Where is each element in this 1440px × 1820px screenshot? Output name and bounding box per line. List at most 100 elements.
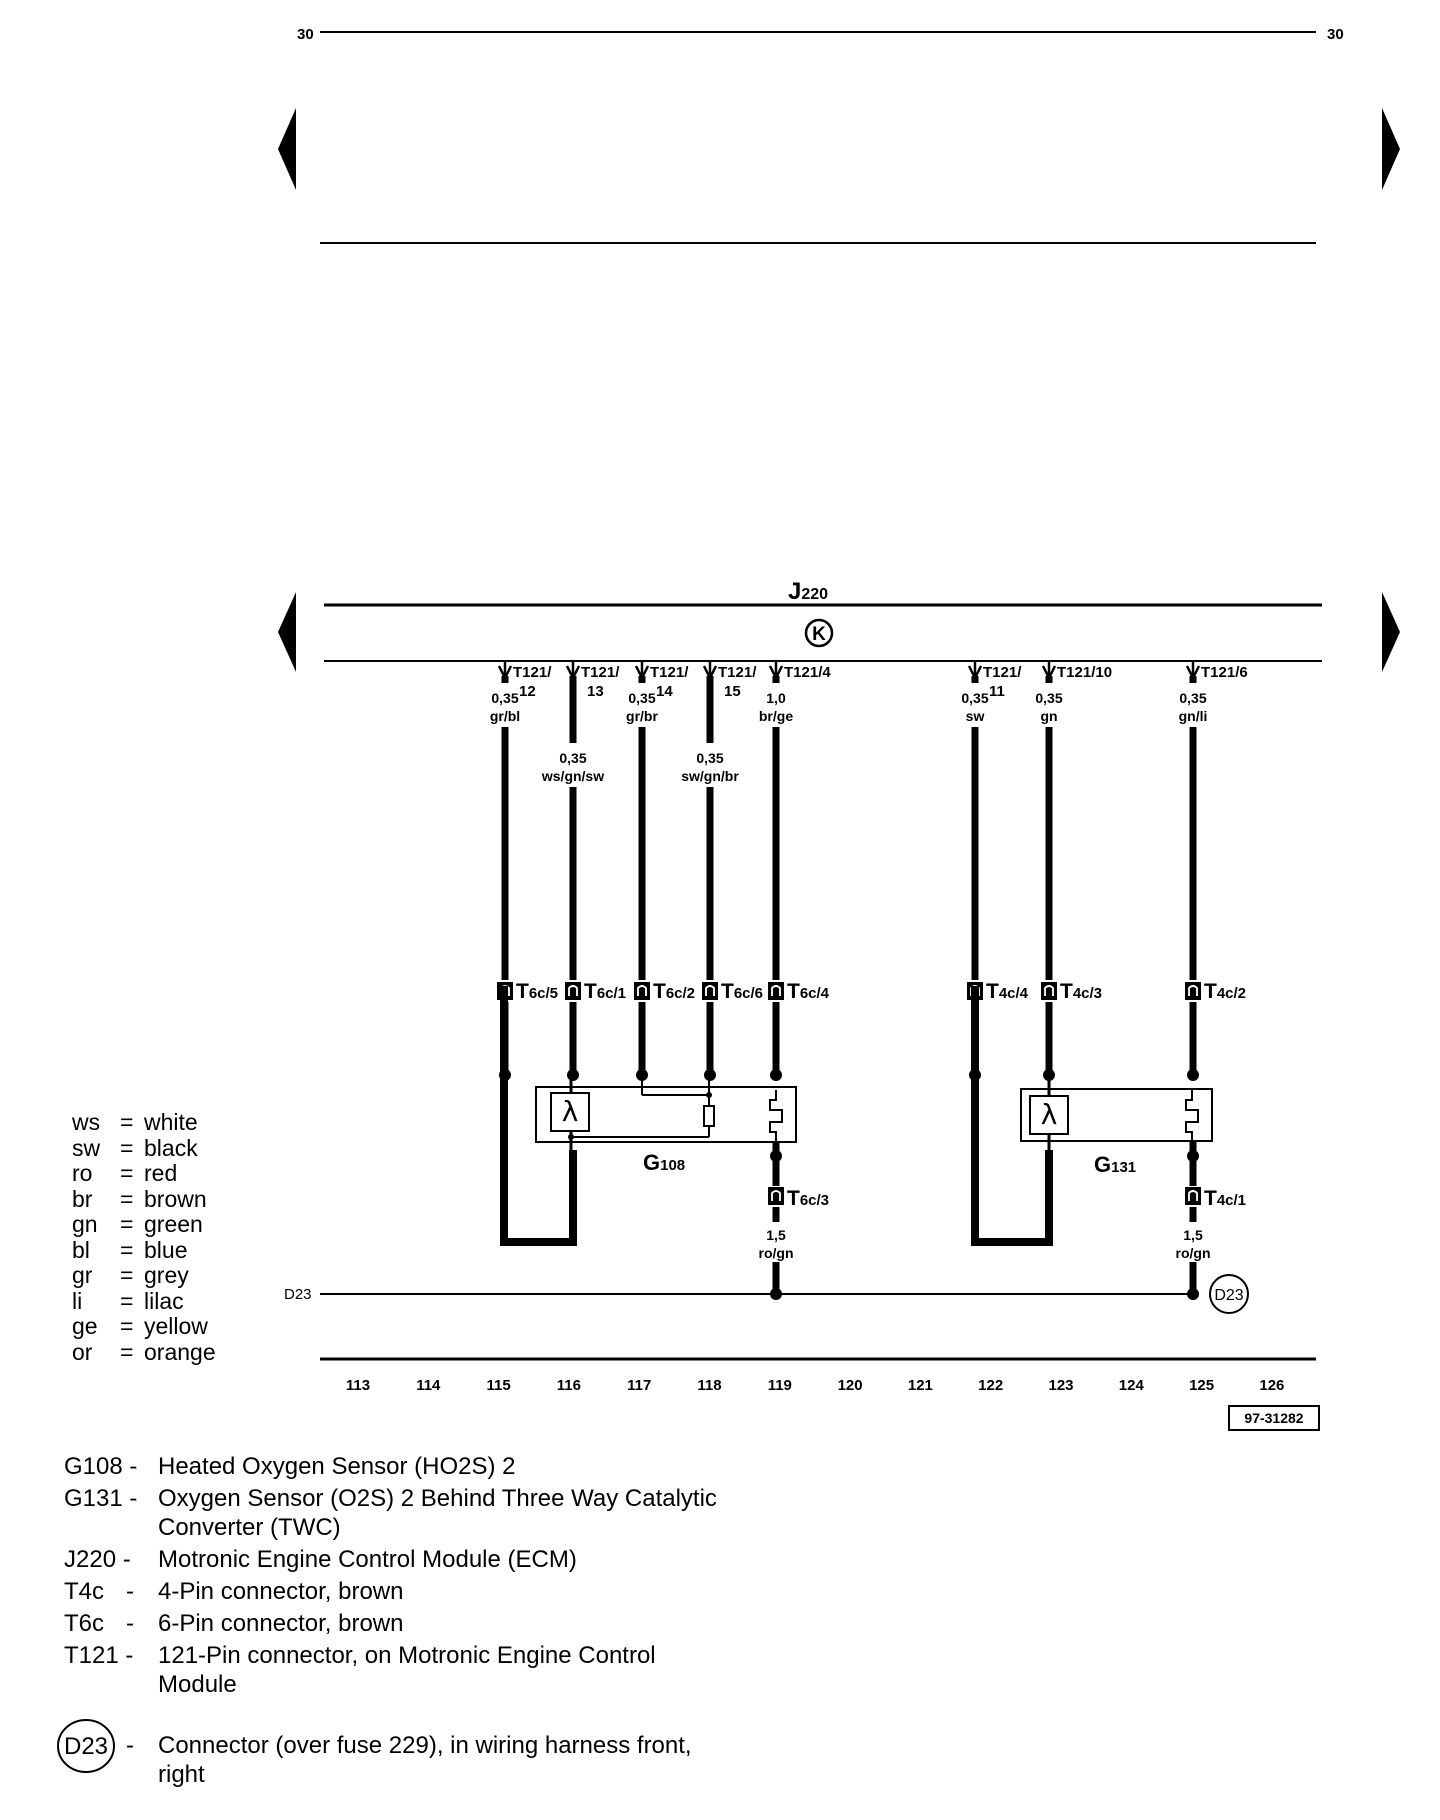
- color-legend-row: gr=grey: [72, 1262, 216, 1289]
- pin-label-line2: 12: [519, 683, 536, 700]
- ground-node-125: [1187, 1288, 1199, 1300]
- color-code: ws: [72, 1109, 101, 1135]
- k-symbol-letter: K: [812, 624, 826, 645]
- color-name: lilac: [144, 1287, 184, 1314]
- color-legend-row: gn=green: [72, 1211, 216, 1238]
- color-name: red: [144, 1160, 178, 1186]
- wire-color: ro/gn: [759, 1245, 794, 1261]
- wire-5: [768, 661, 784, 1081]
- pin-label: T121/10: [1057, 664, 1112, 681]
- component-legend-row: T121 -121-Pin connector, on Motronic Eng…: [64, 1641, 764, 1699]
- connector-label: T6c/2: [653, 980, 695, 1003]
- connector-label: T4c/2: [1204, 980, 1246, 1003]
- component-code: T4c: [64, 1578, 105, 1605]
- connector-label: T6c/6: [721, 980, 763, 1003]
- d23-legend-text: Connector (over fuse 229), in wiring har…: [158, 1732, 692, 1788]
- wire-color: gr/br: [626, 708, 658, 724]
- equals-sign: =: [120, 1211, 134, 1237]
- color-legend-row: sw=black: [72, 1134, 216, 1162]
- color-name: black: [144, 1134, 198, 1161]
- color-name: orange: [144, 1338, 216, 1365]
- track-number: 125: [1189, 1377, 1214, 1394]
- color-legend-row: ro=red: [72, 1160, 216, 1187]
- equals-sign: =: [120, 1236, 134, 1263]
- pin-label: T121/: [581, 664, 620, 681]
- connector-label: T6c/5: [516, 980, 558, 1003]
- color-code: bl: [72, 1236, 90, 1263]
- pin-label: T121/: [650, 664, 689, 681]
- g131-label: G131: [1094, 1152, 1136, 1177]
- pin-label: T121/4: [784, 664, 831, 681]
- component-sep: -: [126, 1578, 134, 1605]
- component-description: Motronic Engine Control Module (ECM): [158, 1546, 577, 1573]
- module-label: J220: [788, 578, 828, 605]
- ground-line-label: D23: [284, 1286, 312, 1303]
- page-number-left: 30: [297, 26, 314, 43]
- track-number: 117: [627, 1377, 651, 1394]
- wire-color: sw: [966, 708, 985, 724]
- equals-sign: =: [120, 1338, 134, 1365]
- wire-color: ws/gn/sw: [541, 768, 604, 784]
- wires: [497, 661, 1201, 1294]
- connector-icon: [565, 982, 581, 1000]
- g108-shield-loop: [500, 986, 577, 1246]
- figure-reference: 97-31282: [1228, 1405, 1320, 1431]
- equals-sign: =: [120, 1134, 134, 1161]
- connector-label: T6c/3: [787, 1187, 829, 1210]
- g108-heater-icon: [769, 1090, 783, 1142]
- color-code: gr: [72, 1262, 93, 1288]
- component-legend-row: J220 - Motronic Engine Control Module (EC…: [64, 1545, 764, 1574]
- wire-color: br/ge: [759, 708, 793, 724]
- wire-size: 1,5: [1183, 1227, 1203, 1243]
- wire-size: 1,5: [766, 1227, 786, 1243]
- track-number: 114: [416, 1377, 441, 1394]
- next-page-arrow[interactable]: [1382, 108, 1400, 190]
- component-code: T121 -: [64, 1642, 134, 1669]
- connector-label: T6c/1: [584, 980, 626, 1003]
- component-description: 4-Pin connector, brown: [158, 1578, 404, 1605]
- wire-color: sw/gn/br: [681, 768, 739, 784]
- track-number: 124: [1119, 1377, 1145, 1394]
- wire-color: ro/gn: [1176, 1245, 1211, 1261]
- ground-node-119: [770, 1288, 782, 1300]
- connector-label: T6c/4: [787, 980, 830, 1003]
- connector-icon: [768, 982, 784, 1000]
- track-number: 116: [557, 1377, 581, 1394]
- component-code: J220 -: [64, 1546, 131, 1573]
- wire-color: gr/bl: [490, 708, 520, 724]
- track-number: 126: [1259, 1377, 1284, 1394]
- wire-size: 0,35: [559, 750, 586, 766]
- pin-label-line2: 13: [587, 683, 604, 700]
- d23-legend: - Connector (over fuse 229), in wiring h…: [126, 1731, 726, 1789]
- page-number-right: 30: [1327, 26, 1344, 43]
- component-description: Heated Oxygen Sensor (HO2S) 2: [158, 1453, 516, 1480]
- color-legend-row: ws=white: [72, 1109, 216, 1136]
- pin-label-line2: 14: [656, 683, 673, 700]
- g131-shield-loop: [971, 986, 1053, 1246]
- prev-page-arrow-2[interactable]: [278, 592, 296, 672]
- wire-color: gn: [1040, 708, 1057, 724]
- next-page-arrow-2[interactable]: [1382, 592, 1400, 672]
- equals-sign: =: [120, 1185, 134, 1212]
- component-code: G131 -: [64, 1485, 138, 1512]
- g108-label: G108: [643, 1150, 685, 1175]
- color-name: white: [144, 1109, 198, 1135]
- color-legend-row: br=brown: [72, 1185, 216, 1213]
- color-name: blue: [144, 1236, 188, 1263]
- prev-page-arrow[interactable]: [278, 108, 296, 190]
- color-code: ro: [72, 1160, 93, 1186]
- color-code: or: [72, 1338, 93, 1365]
- wire-2: [565, 661, 581, 1081]
- d23-connector-icon: D23: [1209, 1274, 1249, 1314]
- color-name: brown: [144, 1185, 207, 1212]
- component-code: G108 -: [64, 1453, 138, 1480]
- color-legend-row: li=lilac: [72, 1287, 216, 1315]
- equals-sign: =: [120, 1287, 134, 1314]
- track-number: 113: [346, 1377, 370, 1394]
- wire-size: 0,35: [1179, 690, 1206, 706]
- g108-resistor: [703, 1105, 715, 1127]
- color-code: ge: [72, 1313, 98, 1339]
- module-label-sub: 220: [801, 586, 828, 603]
